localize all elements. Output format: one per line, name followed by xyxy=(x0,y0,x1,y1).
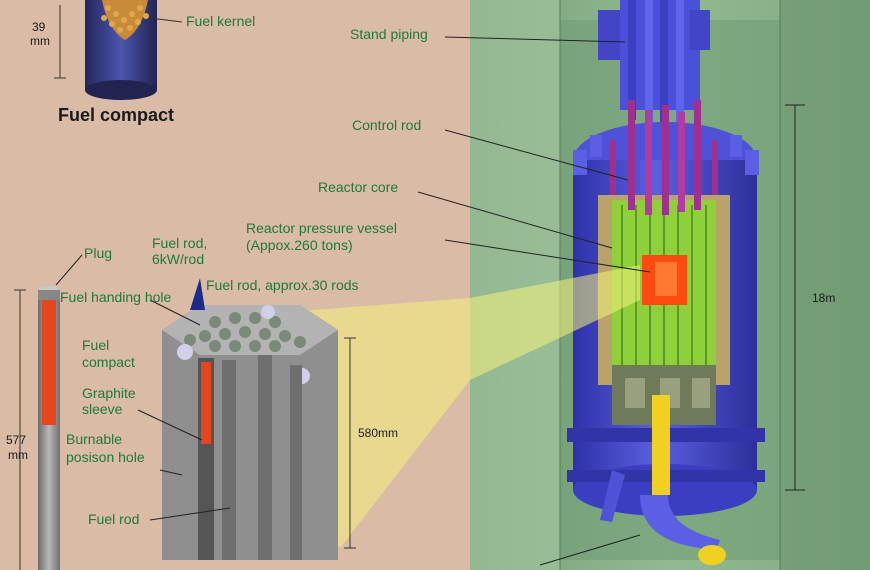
reactor-core-label: Reactor core xyxy=(318,179,399,195)
rod-length-unit: mm xyxy=(8,448,28,462)
callout-lines-right xyxy=(417,36,805,566)
fuel-rod-count-label: Fuel rod, approx.30 rods xyxy=(206,277,359,293)
fuel-rod-power-label-2: 6kW/rod xyxy=(152,251,205,267)
fuel-compact-title: Fuel compact xyxy=(58,105,175,125)
pressure-vessel-label-2: (Appox.260 tons) xyxy=(246,237,353,253)
bottom-piping xyxy=(600,395,726,565)
graphite-sleeve-label-1: Graphite xyxy=(82,385,136,401)
rod-length-value: 577 xyxy=(6,433,27,447)
fuel-block-illustration xyxy=(162,305,356,560)
fuel-compact-illustration xyxy=(54,0,183,100)
callout-lines-left xyxy=(55,254,231,521)
graphite-sleeve-label-2: sleeve xyxy=(82,401,123,417)
fuel-rod-label: Fuel rod xyxy=(88,511,140,527)
pressure-vessel-label-1: Reactor pressure vessel xyxy=(246,220,397,236)
burnable-poison-label-2: posison hole xyxy=(66,449,145,465)
compact-height-value: 39 xyxy=(32,20,46,34)
stand-piping xyxy=(598,0,710,130)
vessel-height-label: 18m xyxy=(812,291,836,305)
fuel-kernel-label: Fuel kernel xyxy=(186,13,256,29)
compact-height-unit: mm xyxy=(30,34,50,48)
stand-piping-label: Stand piping xyxy=(350,26,428,42)
plug-label: Plug xyxy=(84,245,113,261)
fuel-handling-hole-label: Fuel handing hole xyxy=(60,289,172,305)
fuel-compact-label-1: Fuel xyxy=(82,337,110,353)
burnable-poison-label-1: Burnable xyxy=(66,431,123,447)
block-height-label: 580mm xyxy=(358,426,399,440)
fuel-rod-power-label-1: Fuel rod, xyxy=(152,235,208,251)
fuel-compact-label-2: compact xyxy=(82,354,135,370)
fuel-rod-illustration xyxy=(14,286,60,570)
control-rods xyxy=(610,100,718,215)
control-rod-label: Control rod xyxy=(352,117,422,133)
